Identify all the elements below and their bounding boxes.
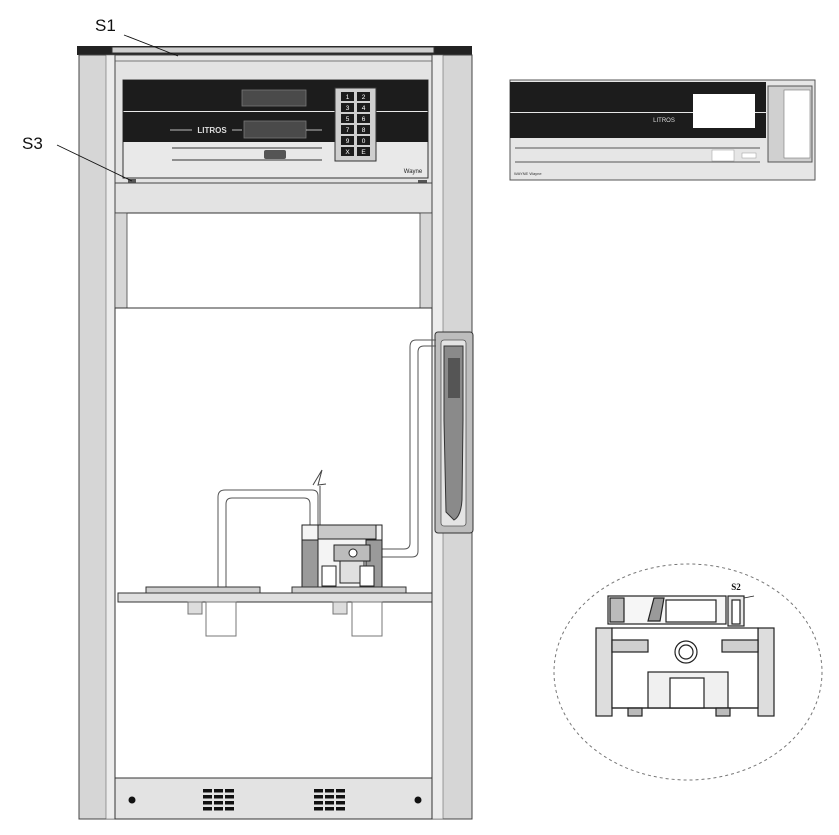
s1-leader-line bbox=[123, 34, 179, 57]
price-window bbox=[241, 89, 307, 107]
vent-right bbox=[314, 789, 345, 811]
keypad-key-label: 2 bbox=[362, 94, 366, 101]
pump-meter bbox=[301, 524, 383, 589]
s1-label: S1 bbox=[95, 16, 116, 35]
keypad-key bbox=[357, 114, 370, 123]
keypad-key-label: 5 bbox=[346, 116, 350, 123]
vent-slot bbox=[325, 795, 334, 799]
keypad-key bbox=[357, 136, 370, 145]
keypad-key bbox=[341, 125, 354, 134]
side-litros-label: LITROS bbox=[653, 118, 675, 124]
dispenser-body: LITROS Wayne 1 2 3 4 5 6 7 8 9 0X E bbox=[77, 46, 474, 820]
side-brand-label: WAYNE Wayne bbox=[514, 171, 542, 176]
vent-slot bbox=[325, 801, 334, 805]
s2-label: S2 bbox=[731, 582, 741, 592]
vent-slot bbox=[225, 795, 234, 799]
vent-slot bbox=[314, 795, 323, 799]
side-display-panel: LITROS WAYNE Wayne bbox=[509, 79, 816, 181]
lower-panel-band bbox=[114, 182, 433, 214]
detail-ellipse bbox=[553, 563, 823, 781]
s3-leader-line bbox=[56, 144, 133, 182]
keypad-key bbox=[341, 136, 354, 145]
keypad-key-label: E bbox=[361, 149, 366, 156]
vent-slot bbox=[325, 789, 334, 793]
nozzle-holster bbox=[434, 331, 474, 534]
keypad-key bbox=[357, 125, 370, 134]
keypad-key bbox=[341, 147, 354, 156]
keypad-key bbox=[357, 92, 370, 101]
vent-slot bbox=[214, 789, 223, 793]
vent-left bbox=[203, 789, 234, 811]
s3-label: S3 bbox=[22, 134, 43, 153]
vent-slot bbox=[314, 801, 323, 805]
pipe-stubs bbox=[187, 601, 383, 637]
keypad-key-label: 6 bbox=[362, 116, 366, 123]
antenna bbox=[312, 469, 327, 527]
s3-screw bbox=[128, 179, 136, 184]
vent-slot bbox=[336, 807, 345, 811]
keypad: 1 2 3 4 5 6 7 8 9 0X E bbox=[334, 87, 377, 162]
keypad-key-label: X bbox=[345, 149, 350, 156]
litros-window bbox=[243, 120, 307, 139]
top-rail bbox=[111, 46, 435, 54]
keypad-key-label: 9 bbox=[346, 138, 350, 145]
vent-slot bbox=[203, 795, 212, 799]
keypad-key bbox=[357, 103, 370, 112]
keypad-key bbox=[357, 147, 370, 156]
vent-slot bbox=[203, 807, 212, 811]
vent-slot bbox=[203, 789, 212, 793]
base-plinth bbox=[114, 777, 433, 820]
inlet-pipe bbox=[217, 489, 319, 589]
litros-label: LITROS bbox=[197, 126, 227, 135]
vent-slot bbox=[336, 789, 345, 793]
brand-label: Wayne bbox=[404, 169, 423, 175]
keypad-key-label: 1 bbox=[346, 94, 350, 101]
keypad-key-label: 3 bbox=[346, 105, 350, 112]
keypad-key-label: 0 bbox=[362, 138, 366, 145]
cabinet-interior bbox=[114, 307, 433, 779]
keypad-key-label: 4 bbox=[362, 105, 366, 112]
vent-slot bbox=[325, 807, 334, 811]
vent-slot bbox=[314, 807, 323, 811]
vent-slot bbox=[225, 807, 234, 811]
keypad-key bbox=[341, 114, 354, 123]
keypad-key bbox=[341, 92, 354, 101]
vent-slot bbox=[225, 789, 234, 793]
vent-slot bbox=[314, 789, 323, 793]
vent-slot bbox=[214, 795, 223, 799]
vent-slot bbox=[225, 801, 234, 805]
hose bbox=[376, 339, 436, 558]
keypad-key-label: 7 bbox=[346, 127, 350, 134]
keypad-key-label: 8 bbox=[362, 127, 366, 134]
vent-slot bbox=[336, 795, 345, 799]
card-slot bbox=[264, 150, 286, 159]
vent-slot bbox=[336, 801, 345, 805]
vent-slot bbox=[214, 801, 223, 805]
upper-window bbox=[114, 212, 433, 309]
display-panel: LITROS Wayne 1 2 3 4 5 6 7 8 9 0X E bbox=[122, 79, 429, 179]
keypad-key bbox=[341, 103, 354, 112]
vent-slot bbox=[214, 807, 223, 811]
vent-slot bbox=[203, 801, 212, 805]
shelf bbox=[117, 592, 433, 603]
detail-view: S2 bbox=[553, 563, 823, 781]
